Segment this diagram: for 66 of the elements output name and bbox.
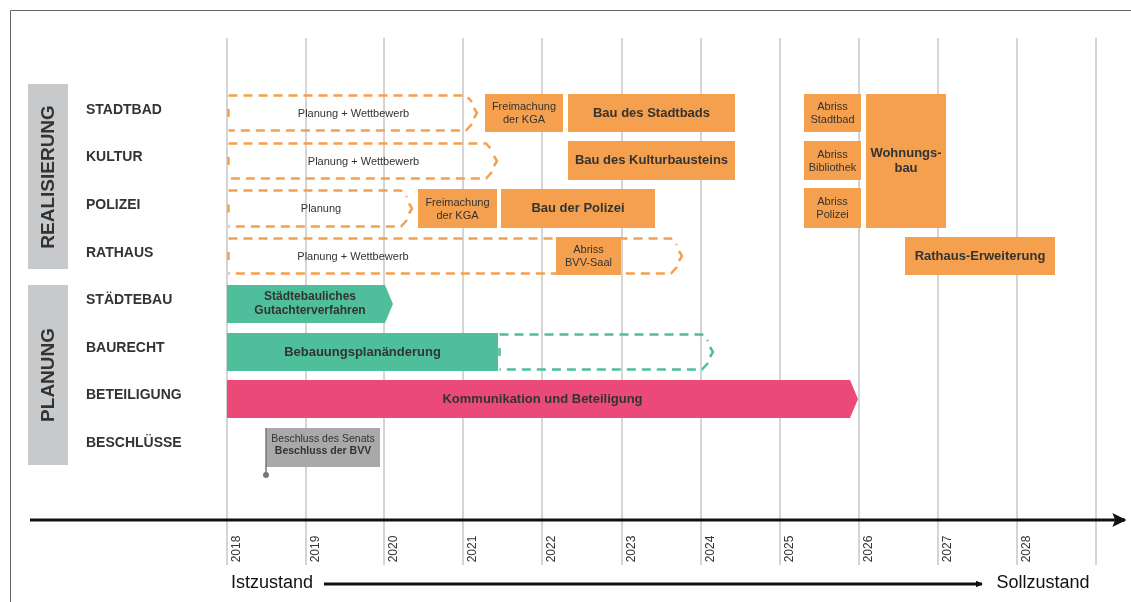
bar-label: Abriss Bibliothek	[807, 147, 858, 174]
bar-label: Kommunikation und Beteiligung	[442, 391, 643, 407]
task-bar	[568, 94, 735, 132]
bar-label: Planung + Wettbewerb	[307, 154, 420, 168]
row-label: POLIZEI	[86, 196, 141, 212]
year-label: 2023	[624, 534, 638, 565]
task-bar	[418, 189, 497, 228]
task-bar	[501, 189, 655, 228]
task-bar	[804, 188, 861, 228]
task-bar	[905, 237, 1055, 275]
task-bar	[227, 333, 498, 371]
bar-label: Sollzustand	[996, 571, 1090, 593]
task-bar	[866, 94, 946, 228]
year-label: 2021	[465, 534, 479, 565]
bar-label: Beschluss des Senats	[271, 432, 375, 445]
task-bar	[485, 94, 563, 132]
bar-label: Bau des Kulturbausteins	[574, 153, 729, 168]
row-label: STADTBAD	[86, 101, 162, 117]
milestone-flag	[262, 428, 380, 480]
task-bar	[804, 141, 861, 180]
bar-label: Freimachung der KGA	[490, 100, 558, 126]
task-bar	[804, 94, 861, 132]
year-label: 2022	[544, 534, 558, 565]
bar-label: Bau des Stadtbads	[593, 105, 710, 121]
planned-phase-bar	[227, 142, 500, 180]
year-label: 2020	[386, 534, 400, 565]
year-label: 2018	[229, 534, 243, 565]
bar-label: Planung	[300, 202, 342, 215]
section-band	[28, 285, 68, 465]
bar-label: Beschluss der BVV	[274, 444, 372, 457]
year-label: 2026	[861, 534, 875, 565]
bar-label: Abriss BVV-Saal	[563, 243, 614, 269]
bar-label: Istzustand	[230, 571, 313, 593]
section-title: PLANUNG	[37, 328, 59, 422]
bar-label: Wohnungs- bau	[869, 146, 943, 176]
planned-phase-bar	[498, 333, 716, 371]
bar-label: Planung + Wettbewerb	[297, 249, 409, 263]
phase-bar	[227, 285, 393, 323]
year-label: 2028	[1019, 534, 1033, 565]
year-label: 2019	[308, 534, 322, 565]
task-bar	[556, 237, 621, 275]
row-label: STÄDTEBAU	[86, 291, 173, 307]
bar-label: Abriss Polizei	[815, 195, 850, 221]
phase-bar	[227, 380, 858, 418]
task-bar	[568, 141, 735, 180]
arrow	[324, 580, 983, 588]
row-label: BESCHLÜSSE	[86, 434, 182, 450]
planned-phase-bar	[227, 189, 415, 228]
row-label: BETEILIGUNG	[86, 386, 182, 402]
row-label: KULTUR	[86, 148, 143, 164]
section-title: REALISIERUNG	[37, 104, 59, 249]
bar-label: Städtebauliches Gutachterverfahren	[253, 290, 367, 318]
row-label: BAURECHT	[86, 339, 165, 355]
planned-phase-bar	[227, 94, 480, 132]
bar-label: Abriss Stadtbad	[809, 100, 856, 126]
bar-label: Bebauungsplanänderung	[284, 344, 441, 360]
bar-label: Rathaus-Erweiterung	[914, 248, 1046, 264]
year-label: 2025	[782, 534, 796, 565]
planned-phase-bar	[227, 237, 685, 275]
bar-label: Bau der Polizei	[531, 201, 625, 216]
year-label: 2027	[940, 534, 954, 565]
year-label: 2024	[703, 534, 717, 565]
bar-label: Freimachung der KGA	[424, 195, 491, 222]
bar-label: Planung + Wettbewerb	[297, 106, 410, 120]
section-band	[28, 84, 68, 269]
row-label: RATHAUS	[86, 244, 154, 260]
